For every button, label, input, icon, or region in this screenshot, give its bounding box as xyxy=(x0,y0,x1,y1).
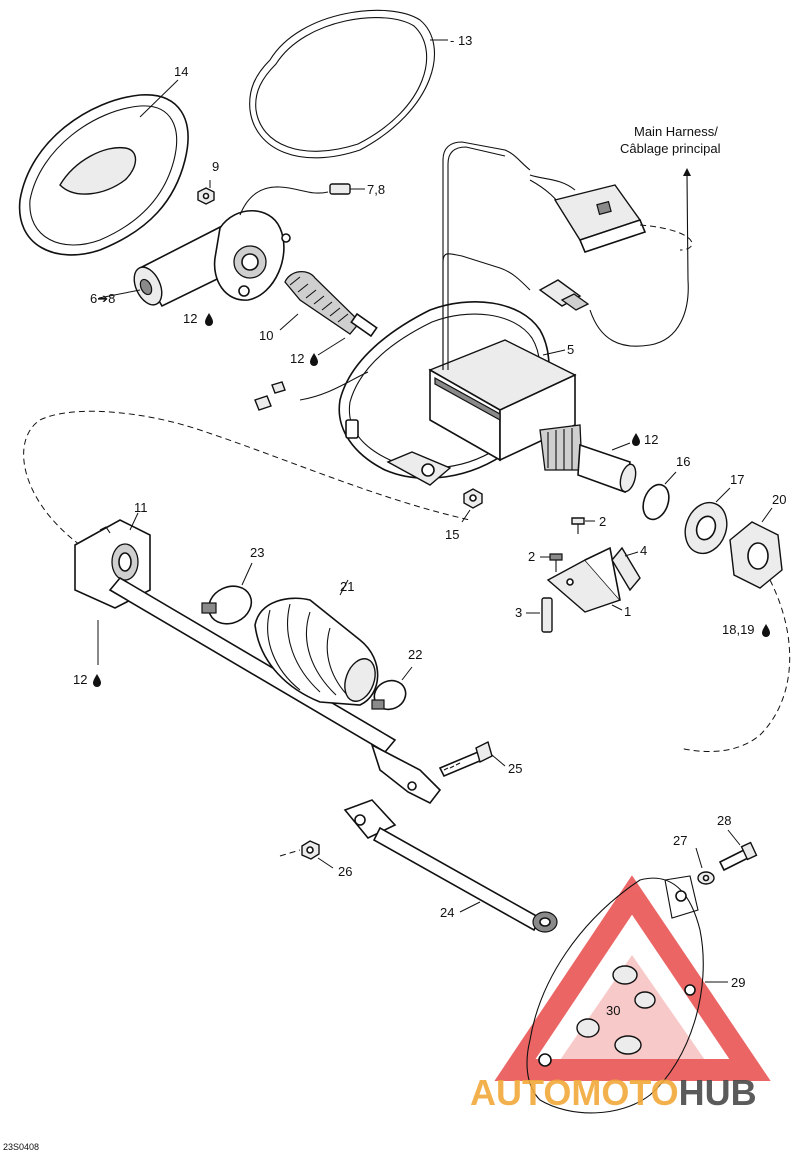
label-28: 28 xyxy=(717,813,731,828)
lubricant-drop-icon xyxy=(205,313,213,326)
part-11-shaft xyxy=(74,512,442,805)
label-25: 25 xyxy=(508,761,522,776)
part-26-nut xyxy=(279,840,334,869)
part-14-cover xyxy=(18,79,189,256)
label-14: 14 xyxy=(174,64,188,79)
label-12d: 12 xyxy=(73,672,87,687)
part-23-clamp xyxy=(201,562,253,625)
label-18-19: 18,19 xyxy=(722,622,755,637)
label-3: 3 xyxy=(515,605,522,620)
part-1-bracket xyxy=(546,546,623,613)
watermark-text: AUTOMOTOHUB xyxy=(470,1072,757,1113)
label-20: 20 xyxy=(772,492,786,507)
label-11: 11 xyxy=(134,500,148,515)
wiring-harness xyxy=(254,141,693,411)
harness-note-line1: Main Harness/ xyxy=(634,124,718,139)
part-28-bolt xyxy=(718,829,758,872)
part-13-gasket xyxy=(249,9,448,159)
part-4-clip xyxy=(611,546,641,592)
label-2a: 2 xyxy=(599,514,606,529)
label-9: 9 xyxy=(212,159,219,174)
label-15: 15 xyxy=(445,527,459,542)
label-21: 21 xyxy=(340,579,354,594)
motor-assembly xyxy=(98,209,291,308)
part-25-bolt xyxy=(438,740,506,778)
output-shaft xyxy=(539,424,637,494)
part-10-worm-gear xyxy=(279,271,378,356)
part-17-washer xyxy=(684,487,731,555)
part-21-boot xyxy=(254,579,379,706)
label-16: 16 xyxy=(676,454,690,469)
label-17: 17 xyxy=(730,472,744,487)
label-5: 5 xyxy=(567,342,574,357)
lubricant-drop-icon xyxy=(762,624,770,637)
part-20-nut xyxy=(729,507,783,589)
lubricant-drop-icon xyxy=(310,353,318,366)
lubricant-drop-icon xyxy=(632,433,640,446)
watermark-triangle xyxy=(494,875,771,1081)
label-26: 26 xyxy=(338,864,352,879)
part-29-mounting-plate xyxy=(526,875,728,1114)
label-1: 1 xyxy=(624,604,631,619)
part-16-o-ring xyxy=(642,471,677,521)
label-10: 10 xyxy=(259,328,273,343)
label-24: 24 xyxy=(440,905,454,920)
watermark-part1: AUTOMOTO xyxy=(470,1072,679,1113)
harness-note-line2: Câblage principal xyxy=(620,141,721,156)
part-9-nut xyxy=(197,180,215,205)
part-24-link-rod xyxy=(343,799,558,933)
part-7-8-connector xyxy=(239,183,365,216)
lubricant-drop-icon xyxy=(93,674,101,687)
label-22: 22 xyxy=(408,647,422,662)
label-7-8: 7,8 xyxy=(367,182,385,197)
watermark-part2: HUB xyxy=(679,1072,757,1113)
label-4: 4 xyxy=(640,543,647,558)
label-12a: 12 xyxy=(183,311,197,326)
label-27: 27 xyxy=(673,833,687,848)
part-27-washer xyxy=(695,847,715,885)
label-29: 29 xyxy=(731,975,745,990)
label-12c: 12 xyxy=(644,432,658,447)
label-2b: 2 xyxy=(528,549,535,564)
part-2-bolts xyxy=(540,517,595,572)
assembly-path xyxy=(23,410,471,546)
label-6-8: 6➔8 xyxy=(90,291,115,306)
label-23: 23 xyxy=(250,545,264,560)
label-30: 30 xyxy=(606,1003,620,1018)
part-22-clamp xyxy=(371,666,413,711)
label-12b: 12 xyxy=(290,351,304,366)
part-3-pin xyxy=(526,597,553,633)
part-15-nut xyxy=(461,488,483,523)
label-13: - 13 xyxy=(450,33,472,48)
drawing-code: 23S0408 xyxy=(3,1142,39,1152)
